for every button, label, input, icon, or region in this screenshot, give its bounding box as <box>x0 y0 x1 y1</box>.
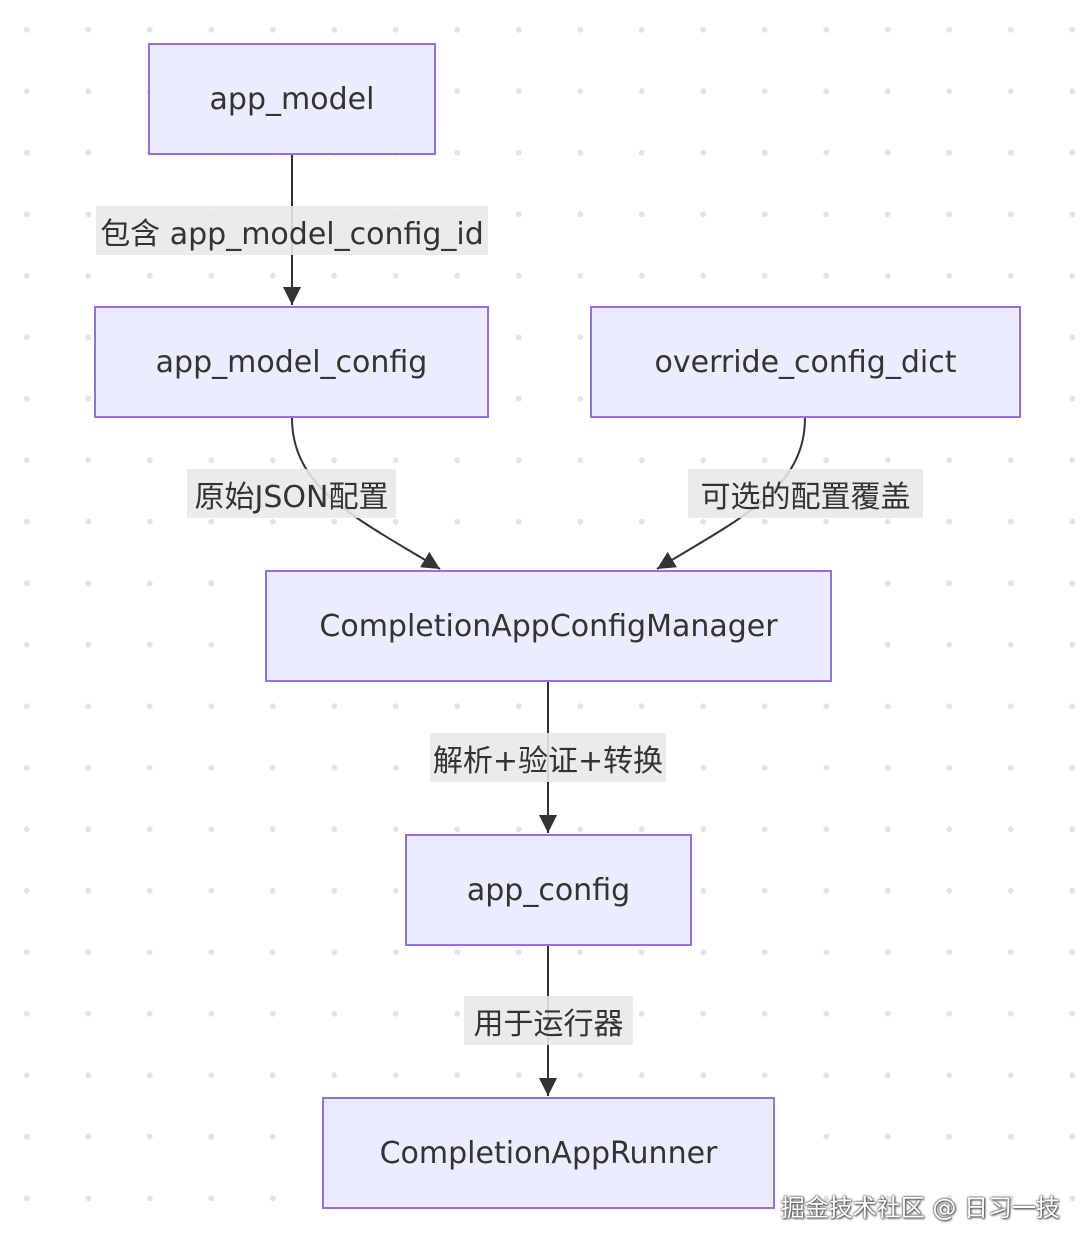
node-app-config: app_config <box>405 834 692 946</box>
watermark: 掘金技术社区 @ 日习一技 <box>780 1194 1060 1222</box>
node-app-model-config: app_model_config <box>94 306 489 418</box>
edge-label-for-runner: 用于运行器 <box>464 996 633 1045</box>
edge-label-parse-validate-transform: 解析+验证+转换 <box>430 733 666 782</box>
node-completion-app-runner: CompletionAppRunner <box>322 1097 775 1209</box>
node-completion-app-config-manager: CompletionAppConfigManager <box>265 570 832 682</box>
node-app-model: app_model <box>148 43 436 155</box>
edge-label-contains: 包含 app_model_config_id <box>96 206 488 255</box>
node-override-config-dict: override_config_dict <box>590 306 1021 418</box>
edge-label-raw-json: 原始JSON配置 <box>187 469 396 518</box>
edge-label-optional-override: 可选的配置覆盖 <box>688 469 923 518</box>
